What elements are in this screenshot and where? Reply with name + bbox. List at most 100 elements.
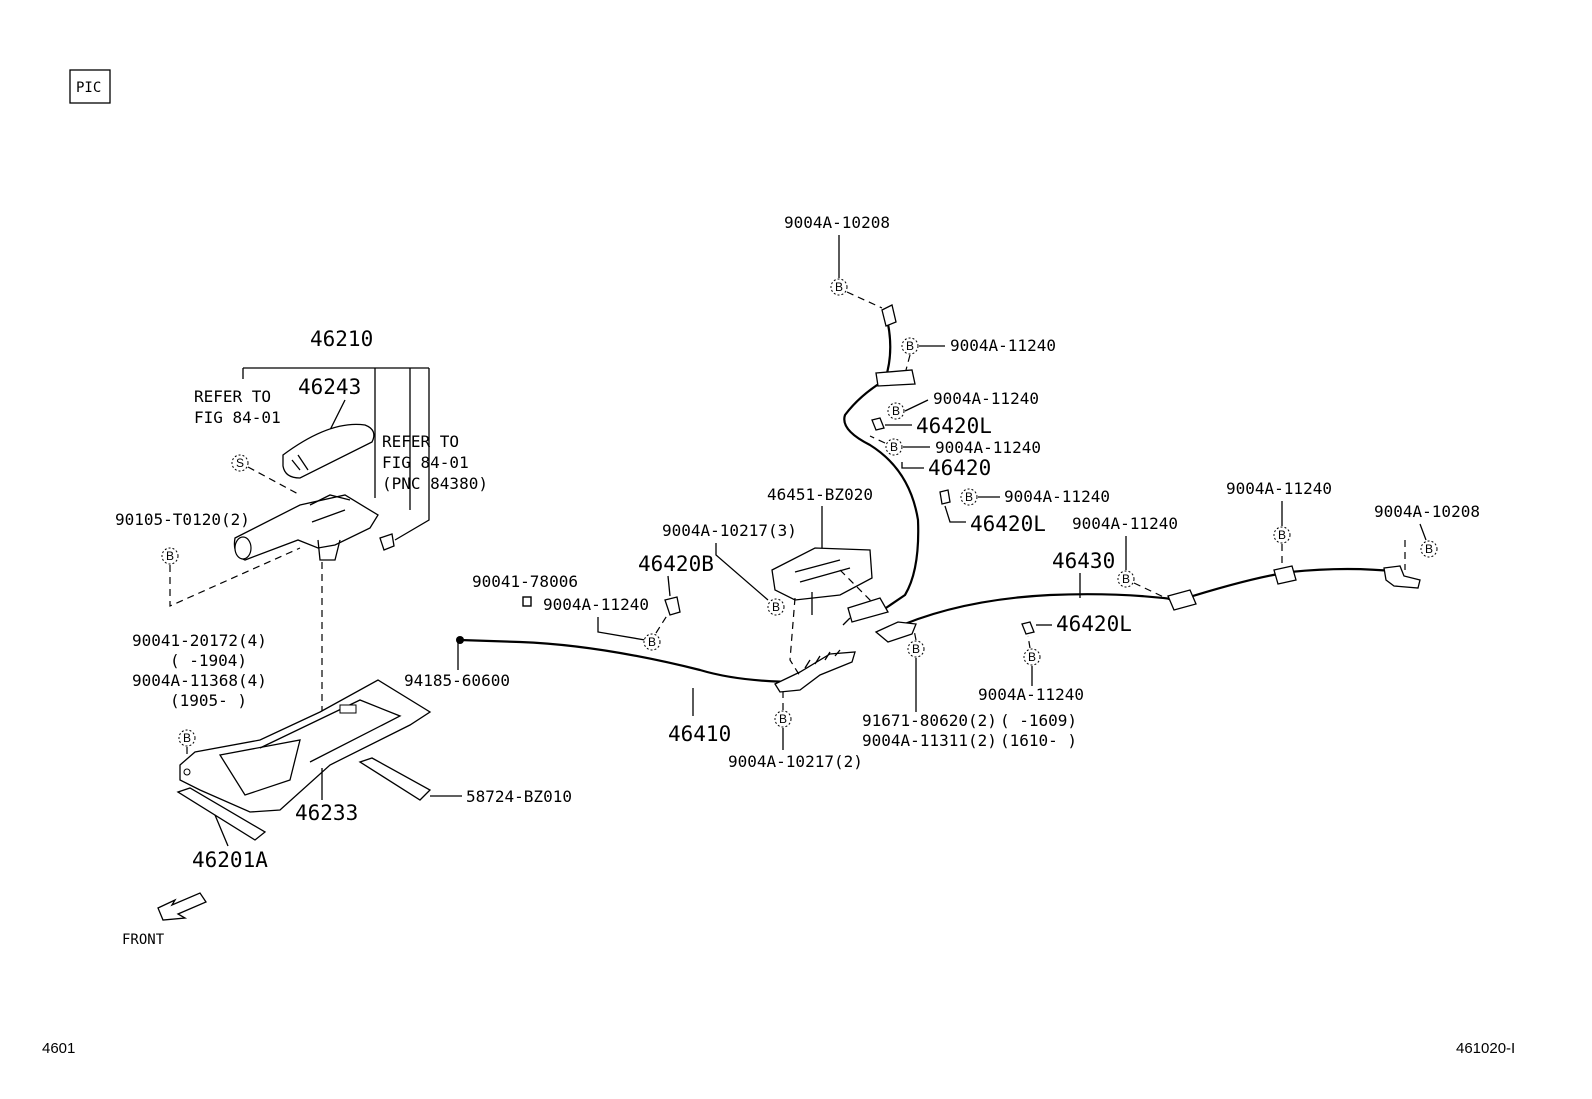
leader-b <box>904 399 929 412</box>
label-90041-78006: 90041-78006 <box>472 572 578 591</box>
bolt-callout-10208-right-text: B <box>1425 542 1433 556</box>
label-9004A-11240-f: 9004A-11240 <box>1226 479 1332 498</box>
lever-assembly-group: 46210 46243 REFER TO FIG 84-01 REFER TO … <box>115 327 572 948</box>
bolt-callout-90105 <box>161 547 179 565</box>
label-9004A-11240-g: 9004A-11240 <box>978 685 1084 704</box>
clip-46420B <box>664 596 681 616</box>
label-9004A-11240-e: 9004A-11240 <box>1072 514 1178 533</box>
rear-cable-46430-group: 46430 9004A-11240 B 9004A-11240 B 9004A-… <box>862 479 1480 750</box>
label-46430: 46430 <box>1052 549 1115 573</box>
clip-46420L-a <box>871 417 885 431</box>
bolt-callout-d <box>960 488 978 506</box>
dash-10208-top <box>846 291 883 309</box>
leader-11240-mid <box>597 617 646 641</box>
label-94185: 94185-60600 <box>404 671 510 690</box>
bolt-callout-10217-3-text: B <box>772 600 780 614</box>
leader-10217-3 <box>715 543 769 601</box>
leader-46420L-b <box>944 505 966 523</box>
dash-a <box>905 354 911 371</box>
label-90041-20172: 90041-20172(4) <box>132 631 267 650</box>
label-9004A-11240-a: 9004A-11240 <box>950 336 1056 355</box>
label-46410: 46410 <box>668 722 731 746</box>
leader-46420 <box>901 462 924 469</box>
cable-46420-bracket <box>875 369 916 387</box>
bolt-callout-91671-text: B <box>912 642 920 656</box>
bolt-callout-a-text: B <box>906 339 914 353</box>
dash-g <box>1027 635 1031 649</box>
dash-c <box>869 435 886 444</box>
bolt-callout-d-text: B <box>965 490 973 504</box>
pic-tag-text: PIC <box>76 80 101 96</box>
label-9004A-11240-mid: 9004A-11240 <box>543 595 649 614</box>
bolt-callout-f-text: B <box>1278 528 1286 542</box>
label-46420L-b: 46420L <box>970 512 1046 536</box>
bolt-callout-10208-top <box>830 278 848 296</box>
leader-46243 <box>329 399 346 431</box>
screw-callout-text: S <box>236 456 244 470</box>
label-46420: 46420 <box>928 456 991 480</box>
label-9004A-10208-right: 9004A-10208 <box>1374 502 1480 521</box>
bolt-callout-10217-2-text: B <box>779 712 787 726</box>
label-46451: 46451-BZ020 <box>767 485 873 504</box>
label-9004A-10217-2: 9004A-10217(2) <box>728 752 863 771</box>
footer-left: 4601 <box>42 1040 75 1057</box>
bolt-callout-mid <box>643 633 661 651</box>
front-arrow-icon <box>157 892 207 921</box>
bolt-callout-g-text: B <box>1028 650 1036 664</box>
bolt-callout-e <box>1117 570 1135 588</box>
bolt-callout-90105-text: B <box>166 549 174 563</box>
bolt-callout-f <box>1273 526 1291 544</box>
bolt-callout-91671 <box>907 640 925 658</box>
leader-46420B <box>667 575 671 597</box>
label-1904: ( -1904) <box>170 651 247 670</box>
clip-46420L-b <box>939 489 951 505</box>
plate-46201A <box>176 787 267 841</box>
leader-46210 <box>242 367 430 541</box>
screw-callout <box>231 454 249 472</box>
bracket-46233-illustration <box>179 679 432 813</box>
label-9004A-11240-b: 9004A-11240 <box>933 389 1039 408</box>
bolt-callout-c-text: B <box>890 440 898 454</box>
front-cable-group: 90041-78006 94185-60600 46410 46420B 900… <box>404 485 881 771</box>
bolt-callout-10208-right <box>1420 540 1438 558</box>
cable-46410-equalizer <box>774 651 856 693</box>
label-46201A: 46201A <box>192 848 268 872</box>
bolt-callout-g <box>1023 648 1041 666</box>
label-9004A-11368: 9004A-11368(4) <box>132 671 267 690</box>
label-46233: 46233 <box>295 801 358 825</box>
cable-46410 <box>459 638 801 684</box>
pic-tag: PIC <box>69 69 111 104</box>
label-refer2-line3: (PNC 84380) <box>382 474 488 493</box>
label-9004A-11240-d: 9004A-11240 <box>1004 487 1110 506</box>
bolt-callout-10208-top-text: B <box>835 280 843 294</box>
label-9004A-10208-top: 9004A-10208 <box>784 213 890 232</box>
dash-mid <box>655 613 669 634</box>
label-refer1-line1: REFER TO <box>194 387 271 406</box>
dash-91671 <box>913 629 917 641</box>
footer-right: 461020-I <box>1456 1040 1515 1057</box>
bolt-callout-a <box>901 337 919 355</box>
dash-cover-2 <box>839 569 881 611</box>
parking-brake-lever-illustration <box>233 423 395 561</box>
label-46420B: 46420B <box>638 552 714 576</box>
label-1905: (1905- ) <box>170 691 247 710</box>
dash-cover <box>789 597 801 677</box>
bolt-callout-10217-3 <box>767 598 785 616</box>
dash-screw <box>247 466 301 496</box>
label-9004A-10217-3: 9004A-10217(3) <box>662 521 797 540</box>
cable-46420-end-upper <box>881 304 897 327</box>
label-46243: 46243 <box>298 375 361 399</box>
label-90105: 90105-T0120(2) <box>115 510 250 529</box>
bolt-callout-e-text: B <box>1122 572 1130 586</box>
cable-46430 <box>879 567 1401 636</box>
label-refer2-line2: FIG 84-01 <box>382 453 469 472</box>
cover-46451 <box>771 547 873 601</box>
label-refer2-line1: REFER TO <box>382 432 459 451</box>
label-46420L-c: 46420L <box>1056 612 1132 636</box>
bolt-callout-mid-text: B <box>648 635 656 649</box>
cable-46430-bracket-2 <box>1273 565 1297 585</box>
label-91671: 91671-80620(2) <box>862 711 997 730</box>
cable-46430-bracket-1 <box>1167 589 1197 611</box>
label-refer1-line2: FIG 84-01 <box>194 408 281 427</box>
